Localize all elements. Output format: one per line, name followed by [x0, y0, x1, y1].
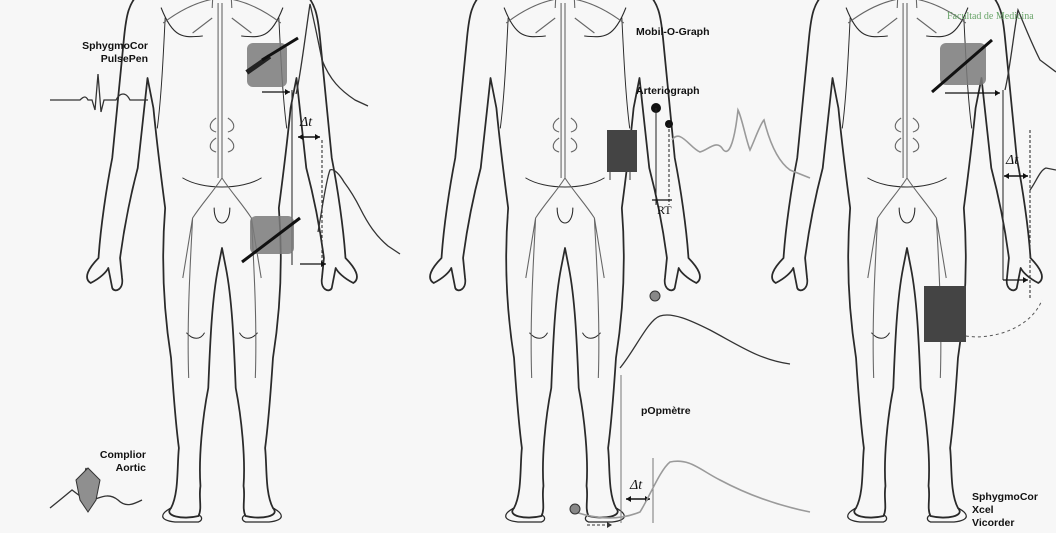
- delta-t-label-center: Δt: [630, 479, 642, 492]
- femoral-pulse-wave: [318, 170, 400, 254]
- finger-sensor-icon: [650, 291, 660, 301]
- label-popmetre: pOpmètre: [641, 405, 691, 418]
- label-sphygmocor-pulsepen: SphygmoCor PulsePen: [78, 40, 148, 66]
- pen-probe-icon: [245, 38, 298, 87]
- thigh-cuff-icon: [924, 286, 966, 342]
- arteriograph-wave: [672, 110, 810, 178]
- ecg-wave: [50, 74, 148, 112]
- body-figure-center: [430, 0, 700, 522]
- body-figure-right: [772, 0, 1042, 522]
- delta-t-label-right: Δt: [1006, 154, 1018, 167]
- carotid-pulse-wave: [296, 4, 368, 106]
- watermark-text: Facultad de Medicina: [947, 10, 1034, 23]
- pen-probe-icon: [242, 216, 300, 262]
- toe-sensor-icon: [570, 504, 580, 514]
- popmetre-finger-wave: [620, 315, 790, 368]
- delta-t-label-left: Δt: [300, 116, 312, 129]
- femoral-wave-right: [1030, 168, 1056, 190]
- label-sphygmocor-xcel-vicorder: SphygmoCor Xcel Vicorder: [972, 491, 1056, 530]
- cuff-icon: [607, 130, 637, 180]
- label-arteriograph: Arteriograph: [636, 85, 700, 98]
- label-mobil-o-graph: Mobil-O-Graph: [636, 26, 710, 39]
- label-rt: RT: [657, 204, 672, 217]
- body-figure-left: [87, 0, 357, 522]
- label-complior-aortic: Complior Aortic: [80, 449, 146, 475]
